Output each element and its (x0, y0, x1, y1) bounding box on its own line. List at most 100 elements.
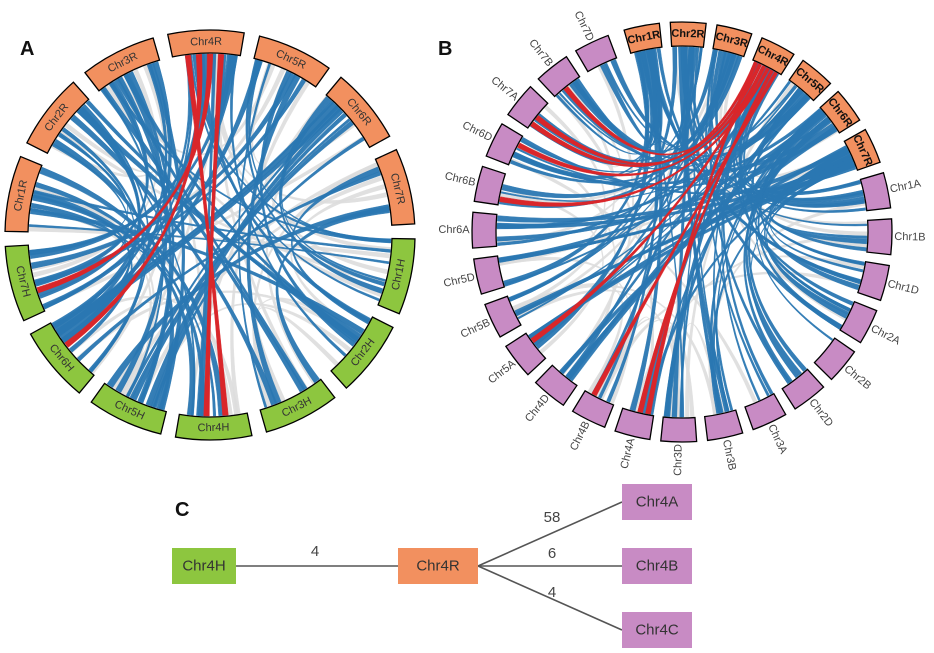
chromosome-b-chr1d: Chr1D (857, 260, 920, 302)
chromosome-a-chr7h: Chr7H (4, 244, 46, 322)
chromosome-label: Chr2D (806, 397, 835, 430)
chromosome-block (788, 59, 832, 102)
chromosome-a-chr5r: Chr5R (253, 35, 330, 88)
node-label: Chr4B (636, 558, 679, 575)
synteny-link-blue (503, 51, 650, 287)
edge-chr4r-chr4c: 4 (477, 565, 623, 631)
chromosome-b-chr6a: Chr6A (438, 211, 498, 249)
chromosome-block (325, 76, 391, 149)
synteny-link-blue (663, 89, 805, 417)
synteny-link-blue (534, 51, 650, 350)
chromosome-block (484, 295, 522, 338)
panel-b-letter: B (438, 38, 452, 60)
chromosome-block (571, 389, 615, 429)
chromosome-block (90, 382, 168, 435)
chromosome-block (29, 322, 95, 394)
chromosome-block (259, 378, 336, 433)
chromosome-label: Chr4D (523, 392, 552, 424)
synteny-link-blue (275, 206, 390, 384)
node-box (172, 548, 236, 584)
chromosome-label: Chr1D (886, 278, 920, 297)
chromosome-label: Chr3D (672, 444, 684, 476)
chromosome-block (843, 128, 881, 172)
chromosome-label: Chr5B (459, 317, 492, 341)
synteny-link-blue (123, 73, 360, 342)
chromosome-a-chr3r: Chr3R (84, 37, 161, 92)
chromosome-b-chr3a: Chr3A (744, 392, 790, 456)
chromosome-b-chr4a: Chr4A (614, 407, 655, 470)
chromosome-block (660, 416, 698, 443)
chromosome-block (839, 300, 878, 344)
chromosome-block (703, 409, 744, 442)
synteny-link-blue (55, 106, 141, 335)
chromosome-label: Chr4H (198, 422, 230, 435)
chromosome-a-chr2r: Chr2R (25, 81, 90, 155)
chromosome-label: Chr2B (842, 363, 874, 392)
chromosome-b-chr4r: Chr4R (752, 36, 795, 76)
chromosome-block (166, 29, 245, 58)
chromosome-block (819, 90, 861, 134)
synteny-link-blue (82, 103, 150, 373)
panel-a-letter: A (20, 38, 34, 60)
edge-weight-label: 4 (311, 543, 319, 560)
chromosome-label: Chr6A (438, 224, 470, 236)
chromosome-label: Chr2A (869, 323, 903, 348)
chromosome-b-chr7r: Chr7R (843, 128, 881, 172)
node-box (622, 484, 692, 520)
chromosome-block (534, 364, 578, 407)
chromosome-a-chr1h: Chr1H (377, 237, 416, 315)
edge-weight-label: 6 (548, 545, 556, 562)
chromosome-label: Chr4B (568, 419, 593, 452)
chromosome-block (504, 332, 547, 376)
synteny-link-blue (76, 171, 382, 362)
synteny-link-blue (70, 114, 278, 406)
chromosome-b-chr5d: Chr5D (442, 255, 506, 295)
synteny-link-blue (53, 138, 174, 410)
node-chr4c: Chr4C (622, 612, 692, 648)
synteny-link-blue (757, 118, 843, 330)
chromosome-block (84, 37, 161, 92)
chromosome-b-chr5b: Chr5B (459, 295, 522, 341)
node-box (398, 548, 478, 584)
chromosome-label: Chr3A (765, 422, 789, 456)
chromosome-b-chr3r: Chr3R (712, 24, 753, 58)
chromosome-block (174, 412, 253, 441)
synteny-link-blue (745, 111, 827, 377)
chromosome-block (506, 85, 549, 129)
synteny-link-red (184, 54, 229, 416)
synteny-link-blue (42, 55, 238, 310)
synteny-link-blue (152, 136, 365, 409)
chromosome-label: Chr4R (190, 36, 222, 49)
chromosome-label: Chr4A (618, 436, 637, 470)
chromosome-block (859, 171, 892, 212)
chromosome-label: Chr1A (889, 177, 923, 195)
synteny-link-red (534, 63, 762, 165)
chromosome-label: Chr3B (720, 439, 738, 472)
chromosome-block (25, 81, 90, 155)
synteny-link-blue (692, 47, 730, 412)
chromosome-b-chr3d: Chr3D (660, 416, 698, 476)
synteny-link-blue (738, 65, 867, 252)
node-chr4r: Chr4R (398, 548, 478, 584)
chromosome-a-chr1r: Chr1R (4, 155, 43, 233)
synteny-link-red (591, 71, 778, 397)
chromosome-block (813, 337, 856, 381)
chromosome-block (614, 407, 655, 441)
panel-a-circos: A Chr5RChr6RChr7RChr1HChr2HChr3HChr4HChr… (4, 29, 416, 441)
edge-weight-label: 4 (548, 584, 556, 601)
panel-b-links (496, 46, 868, 418)
synteny-link-blue (572, 80, 809, 162)
chromosome-label: Chr7D (572, 9, 597, 43)
chromosome-a-chr4h: Chr4H (174, 412, 253, 441)
chromosome-block (377, 237, 416, 315)
synteny-link-blue (145, 107, 344, 407)
chromosome-block (752, 36, 795, 76)
chromosome-block (857, 260, 891, 302)
chromosome-block (669, 21, 707, 48)
node-box (622, 548, 692, 584)
synteny-link-blue (648, 48, 862, 285)
chromosome-block (744, 392, 787, 431)
chromosome-block (574, 34, 618, 73)
